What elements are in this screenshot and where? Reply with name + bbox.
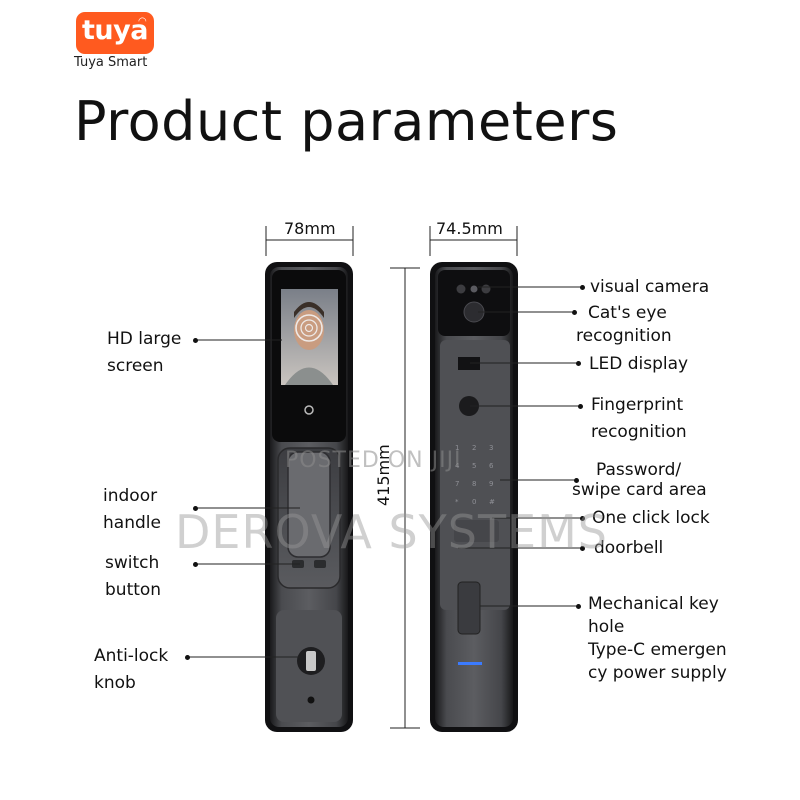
svg-text:2: 2 [472, 444, 476, 452]
marker-dot [580, 285, 585, 290]
label-cats-eye-2: recognition [576, 326, 672, 346]
marker-dot [578, 404, 583, 409]
back-lock: 1 2 3 4 5 6 7 8 9 * 0 # [430, 262, 518, 732]
svg-text:9: 9 [489, 480, 493, 488]
svg-text:3: 3 [489, 444, 493, 452]
label-led-display: LED display [589, 354, 689, 374]
svg-text:0: 0 [472, 498, 476, 506]
marker-dot [193, 506, 198, 511]
svg-text:*: * [455, 498, 459, 506]
svg-text:8: 8 [472, 480, 476, 488]
label-password-2: swipe card area [572, 480, 707, 500]
watermark-company: DEROVA SYSTEMS [175, 505, 609, 559]
side-width-label: 74.5mm [436, 219, 503, 238]
marker-dot [580, 516, 585, 521]
marker-dot [574, 478, 579, 483]
wifi-icon: ◠ [138, 16, 147, 27]
page-title: Product parameters [74, 90, 619, 153]
front-lock [265, 262, 353, 732]
tuya-logo: tuya ◠ [76, 12, 154, 54]
marker-dot [572, 310, 577, 315]
label-visual-camera: visual camera [590, 277, 710, 297]
watermark-posted: POSTED ON JIJI [285, 448, 462, 473]
svg-text:4: 4 [455, 462, 460, 470]
marker-dot [193, 338, 198, 343]
front-width-label: 78mm [284, 219, 336, 238]
label-cats-eye: Cat's eye [588, 303, 667, 323]
marker-dot [185, 655, 190, 660]
label-one-click-lock: One click lock [592, 508, 710, 528]
marker-dot [580, 546, 585, 551]
svg-text:6: 6 [489, 462, 494, 470]
svg-text:7: 7 [455, 480, 459, 488]
label-password: Password/ [596, 460, 682, 480]
marker-dot [576, 604, 581, 609]
svg-text:1: 1 [455, 444, 459, 452]
label-mech-key: Mechanical key hole Type-C emergen cy po… [588, 594, 727, 683]
logo-text: tuya [82, 15, 148, 46]
marker-dot [193, 562, 198, 567]
marker-dot [576, 361, 581, 366]
svg-text:#: # [489, 498, 495, 506]
svg-text:5: 5 [472, 462, 476, 470]
brand-name: Tuya Smart [74, 55, 148, 70]
label-doorbell: doorbell [594, 538, 664, 558]
